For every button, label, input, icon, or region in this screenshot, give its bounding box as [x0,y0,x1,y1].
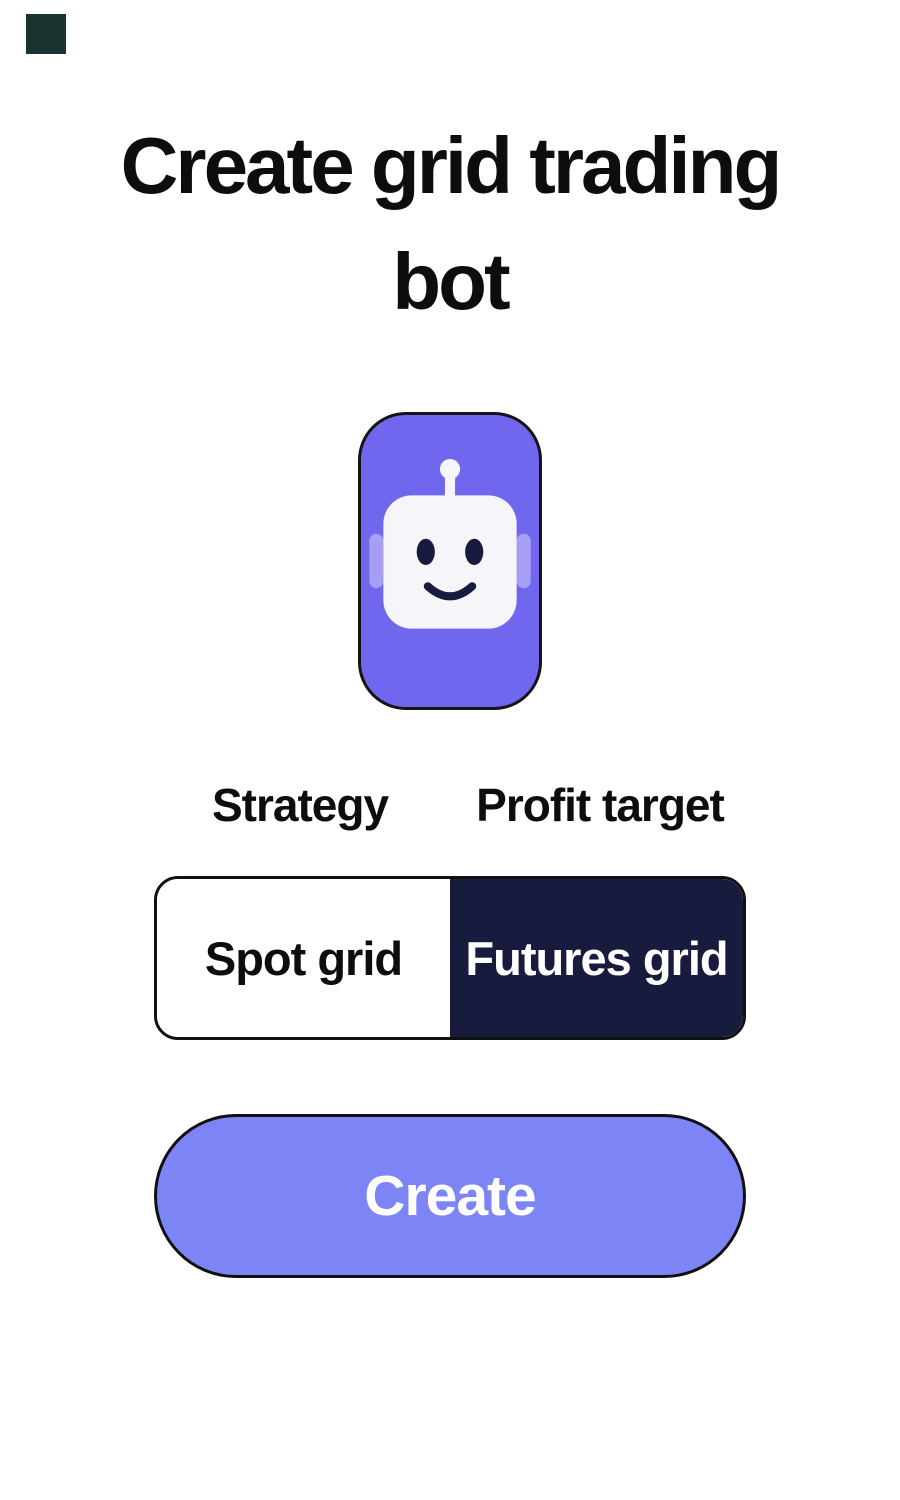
option-futures-grid[interactable]: Futures grid [450,879,743,1037]
create-button[interactable]: Create [154,1114,746,1278]
robot-icon [358,412,542,710]
option-spot-grid[interactable]: Spot grid [157,879,450,1037]
profit-target-label: Profit target [476,779,725,831]
robot-face-icon [369,459,531,629]
strategy-segmented-control: Spot grid Futures grid [154,876,746,1040]
page-title-line1: Create grid trading [120,121,783,210]
corner-mark [26,14,66,54]
strategy-label: Strategy [211,779,389,831]
page-title: Create grid trading bot [120,108,783,340]
labels-row: Strategy Profit target [150,778,750,832]
page-title-line2: bot [392,237,510,326]
